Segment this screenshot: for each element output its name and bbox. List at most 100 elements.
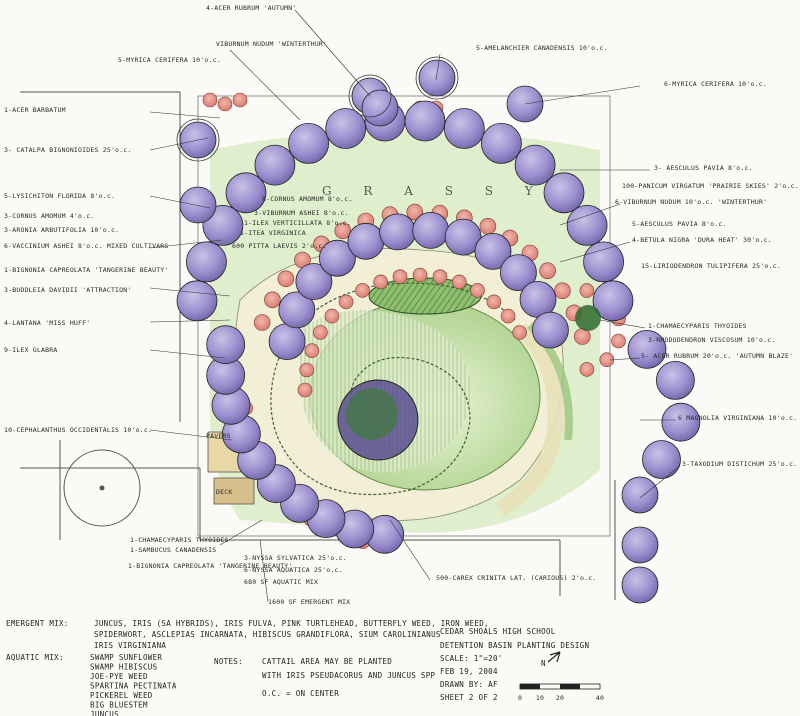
leader-line	[559, 241, 631, 263]
notes-line-3: O.C. = ON CENTER	[262, 689, 339, 698]
tree-canopy	[514, 144, 556, 186]
title-project: DETENTION BASIN PLANTING DESIGN	[440, 641, 589, 650]
notes-title: NOTES:	[214, 657, 243, 666]
notes: NOTES: CATTAIL AREA MAY BE PLANTED WITH …	[214, 657, 435, 698]
scale-tick-label: 40	[596, 694, 604, 702]
legend-emergent: EMERGENT MIX: JUNCUS, IRIS (SA HYBRIDS),…	[6, 619, 489, 650]
plan-label-grassy: G R A S S Y	[322, 184, 547, 198]
tree-canopy	[325, 108, 367, 149]
tree-canopy	[318, 239, 356, 277]
aquatic-item: JOE-PYE WEED	[90, 672, 148, 681]
leader-line	[149, 287, 231, 297]
tree-canopy	[661, 402, 701, 442]
notes-line-1: CATTAIL AREA MAY BE PLANTED	[262, 657, 392, 666]
aquatic-item: JUNCUS	[90, 710, 119, 716]
aquatic-item: SWAMP HIBISCUS	[90, 663, 158, 672]
tree-canopy	[412, 211, 450, 249]
leader-line	[609, 357, 641, 361]
plant-label-center: 8-CORNUS AMOMUM 8'o.c.	[262, 195, 353, 203]
tree-canopy	[295, 263, 333, 300]
tree-canopy	[642, 440, 681, 479]
plant-label-right: 6-MYRICA CERIFERA 10'o.c.	[664, 80, 767, 88]
leader-line	[294, 9, 371, 97]
plant-label-top: VIBURNUM NUDUM 'WINTERTHUR'	[216, 40, 327, 48]
shrub	[304, 343, 320, 359]
leader-line	[219, 519, 263, 546]
aquatic-item: PICKEREL WEED	[90, 691, 153, 700]
plant-label-right: 15-LIRIODENDRON TULIPIFERA 25'o.c.	[641, 262, 781, 270]
tree-canopy	[583, 241, 624, 283]
plant-label-left: 1-BIGNONIA CAPREOLATA 'TANGERINE BEAUTY'	[4, 266, 169, 274]
specimen-tree-right	[575, 305, 601, 331]
shrub	[432, 269, 448, 285]
tree-canopy	[532, 311, 569, 349]
plant-label-top: 5-MYRICA CERIFERA 10'o.c.	[118, 56, 221, 64]
plant-label-bottom: PAVERS	[206, 432, 231, 440]
title-drawn-by: DRAWN BY: AF	[440, 680, 498, 689]
plant-label-left: 1-ACER BARBATUM	[4, 106, 66, 114]
leader-line	[149, 195, 211, 209]
plant-label-left: 3-ARONIA ARBUTIFOLIA 10'o.c.	[4, 226, 119, 234]
tree-canopy	[225, 172, 267, 214]
leader-line	[149, 111, 221, 119]
tree-canopy	[592, 280, 634, 322]
shrub	[451, 274, 467, 290]
title-block: CEDAR SHOALS HIGH SCHOOL DETENTION BASIN…	[440, 627, 589, 702]
plant-labels-center: 8-CORNUS AMOMUM 8'o.c. 3-VIBURNUM ASHEI 8…	[232, 195, 353, 250]
plant-label-center: 3-VIBURNUM ASHEI 8'o.c.	[254, 209, 349, 217]
title-sheet: SHEET 2 OF 2	[440, 693, 498, 702]
leader-line	[149, 137, 209, 151]
scale-tick-label: 20	[556, 694, 564, 702]
tree-canopies	[176, 56, 701, 604]
leader-line	[389, 519, 431, 581]
tree-canopy	[347, 222, 385, 260]
shrub	[611, 333, 626, 349]
shrub	[264, 291, 281, 309]
tree-canopy	[480, 122, 522, 164]
shrub	[486, 294, 502, 310]
shrub	[299, 362, 315, 378]
plant-label-left: 9-ILEX GLABRA	[4, 346, 57, 354]
tree-canopy	[185, 241, 227, 283]
shrub	[355, 283, 370, 298]
tree-canopy	[254, 144, 296, 186]
tree-canopy	[379, 213, 417, 251]
leader-line	[259, 539, 269, 603]
plant-label-bottom: 680 SF AQUATIC MIX	[244, 578, 318, 586]
plant-labels-top: 4-ACER RUBRUM 'AUTUMN' VIBURNUM NUDUM 'WI…	[118, 4, 607, 64]
plant-label-bottom: 6-NYSSA AQUATICA 25'o.c.	[244, 566, 343, 574]
shrub	[324, 308, 340, 324]
leader-line	[599, 319, 646, 329]
plant-label-bottom: 1-SAMBUCUS CANADENSIS	[130, 546, 216, 554]
leader-lines	[149, 9, 681, 603]
leader-line	[149, 349, 226, 359]
tree-canopy	[288, 122, 330, 164]
plant-label-right: 5-AESCULUS PAVIA 8'o.c.	[632, 220, 727, 228]
emergent-title: EMERGENT MIX:	[6, 619, 69, 628]
aquatic-title: AQUATIC MIX:	[6, 653, 64, 662]
shrub	[253, 314, 271, 331]
tree-canopy	[474, 232, 512, 270]
plant-label-right: 6-VIBURNUM NUDUM 10'o.c. 'WINTERTHUR'	[615, 198, 767, 206]
leader-line	[229, 49, 301, 121]
plant-label-right: 1-CHAMAECYPARIS THYOIDES	[648, 322, 747, 330]
leader-line	[149, 239, 223, 249]
tree-canopy	[443, 108, 485, 149]
shrub	[479, 218, 497, 235]
leader-line	[435, 53, 441, 81]
plant-label-left: 5-LYSICHITON FLORIDA 8'o.c.	[4, 192, 115, 200]
leader-line	[149, 429, 233, 441]
plant-label-left: 4-LANTANA 'MISS HUFF'	[4, 319, 90, 327]
svg-text:G R A S S Y: G R A S S Y	[322, 184, 547, 198]
aquatic-item: SWAMP SUNFLOWER	[90, 653, 162, 662]
plant-label-left: 10-CEPHALANTHUS OCCIDENTALIS 10'o.c.	[4, 426, 152, 434]
shrub	[579, 283, 595, 298]
shrub	[277, 270, 295, 288]
plant-label-center: 1-ILEX VERTICILLATA 8'o.c.	[244, 219, 351, 227]
plant-label-top: 4-ACER RUBRUM 'AUTUMN'	[206, 4, 297, 12]
plant-label-right: 5- ACER RUBRUM 20'o.c. 'AUTUMN BLAZE'	[641, 352, 793, 360]
